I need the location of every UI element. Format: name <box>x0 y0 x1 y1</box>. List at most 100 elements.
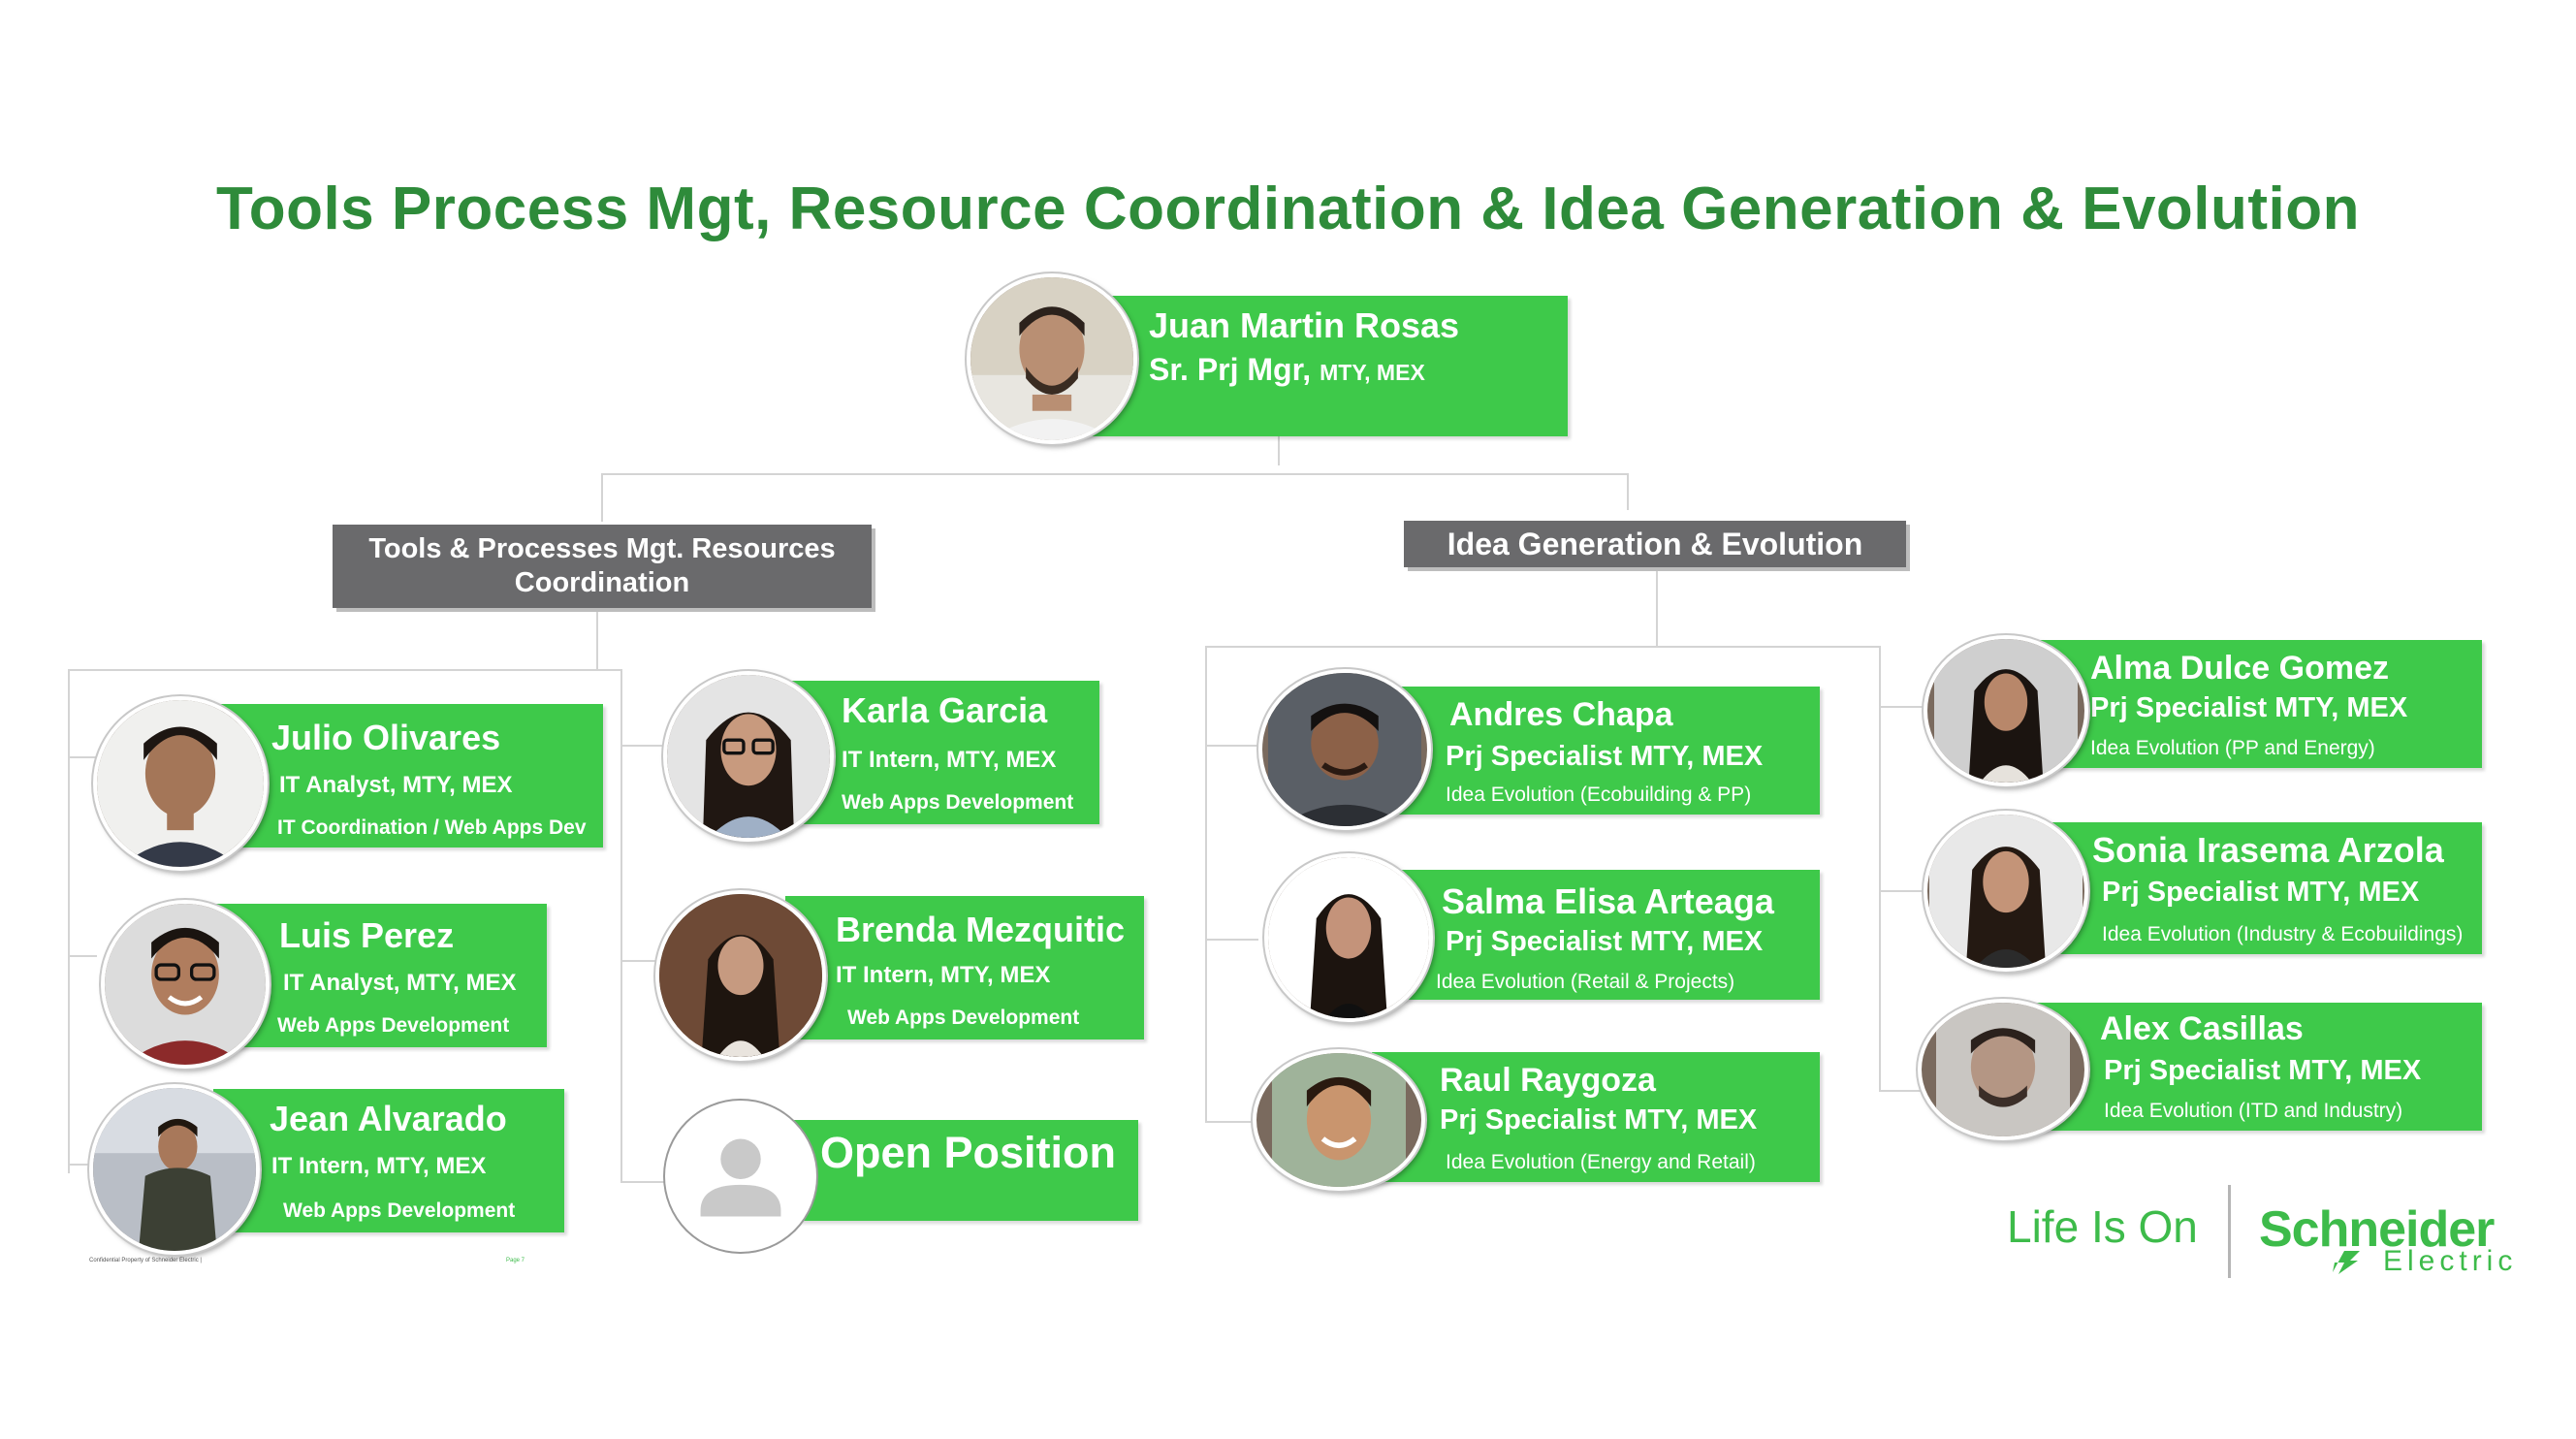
avatar-placeholder <box>665 1101 816 1252</box>
person-role: Prj Specialist MTY, MEX <box>1446 741 1764 772</box>
connector-line <box>1278 436 1280 465</box>
footer-page-number: Page 7 <box>506 1258 525 1263</box>
person-name: Open Position <box>820 1128 1117 1177</box>
footer-confidential: Confidential Property of Schneider Elect… <box>89 1258 202 1263</box>
group-header-tools-processes: Tools & Processes Mgt. Resources Coordin… <box>333 525 872 608</box>
person-team: Web Apps Development <box>277 1014 510 1037</box>
connector-line <box>68 669 70 1173</box>
avatar <box>1258 669 1431 830</box>
person-team: Idea Evolution (Industry & Ecobuildings) <box>2102 923 2464 945</box>
card-box: Alex Casillas Prj Specialist MTY, MEX Id… <box>2026 1003 2482 1131</box>
avatar <box>663 671 834 842</box>
brand-sub: Electric <box>2383 1245 2518 1277</box>
avatar <box>89 1084 260 1255</box>
avatar <box>101 900 270 1069</box>
avatar <box>967 273 1137 444</box>
person-role: Prj Specialist MTY, MEX <box>2090 692 2408 723</box>
person-role: IT Intern, MTY, MEX <box>271 1153 486 1180</box>
brand-tagline: Life Is On <box>2007 1201 2198 1252</box>
connector-line <box>1879 1090 1927 1092</box>
page-title: Tools Process Mgt, Resource Coordination… <box>215 176 2361 242</box>
person-team: Idea Evolution (Energy and Retail) <box>1446 1151 1756 1173</box>
person-team: IT Coordination / Web Apps Dev <box>277 816 587 839</box>
card-box: Salma Elisa Arteaga Prj Specialist MTY, … <box>1372 870 1820 1000</box>
card-box: Brenda Mezquitic IT Intern, MTY, MEX Web… <box>785 896 1144 1039</box>
person-role: IT Intern, MTY, MEX <box>842 747 1056 774</box>
avatar <box>1924 811 2088 972</box>
connector-line <box>601 473 1629 475</box>
connector-line <box>1205 646 1881 648</box>
role-text: IT Analyst, <box>279 772 397 798</box>
person-team: Idea Evolution (PP and Energy) <box>2090 737 2375 759</box>
connector-line <box>620 960 669 962</box>
connector-line <box>601 473 603 522</box>
connector-line <box>68 756 97 758</box>
person-name: Sonia Irasema Arzola <box>2092 830 2444 870</box>
person-role: IT Analyst, MTY, MEX <box>283 970 516 997</box>
card-box: Karla Garcia IT Intern, MTY, MEX Web App… <box>787 681 1099 824</box>
person-name: Brenda Mezquitic <box>836 910 1126 949</box>
person-name: Alex Casillas <box>2100 1010 2304 1047</box>
connector-line <box>68 955 97 957</box>
person-role: IT Analyst, MTY, MEX <box>279 772 512 799</box>
person-role: Prj Specialist MTY, MEX <box>1446 926 1764 957</box>
card-box: Juan Martin Rosas Sr. Prj Mgr, MTY, MEX <box>1071 296 1568 436</box>
role-text: Sr. Prj Mgr, <box>1149 352 1312 387</box>
connector-line <box>1205 646 1207 1123</box>
person-role: Prj Specialist MTY, MEX <box>2102 877 2420 908</box>
person-role: Prj Specialist MTY, MEX <box>1440 1104 1758 1135</box>
connector-line <box>620 669 622 1183</box>
person-role: Sr. Prj Mgr, MTY, MEX <box>1149 352 1425 388</box>
person-team: Idea Evolution (Ecobuilding & PP) <box>1446 783 1752 806</box>
connector-line <box>1205 745 1258 747</box>
role-text: IT Intern, <box>271 1153 370 1179</box>
person-team: Web Apps Development <box>847 1007 1080 1029</box>
role-location: MTY, MEX <box>946 747 1057 773</box>
role-location: MTY, MEX <box>1320 360 1425 385</box>
person-name: Andres Chapa <box>1449 696 1673 733</box>
card-box: Sonia Irasema Arzola Prj Specialist MTY,… <box>2026 822 2482 954</box>
connector-line <box>1656 570 1658 646</box>
card-box: Open Position <box>778 1120 1138 1221</box>
connector-line <box>1205 939 1258 941</box>
person-name: Raul Raygoza <box>1440 1062 1656 1099</box>
role-text: IT Intern, <box>836 962 935 988</box>
person-role: Prj Specialist MTY, MEX <box>2104 1055 2422 1086</box>
connector-line <box>620 745 669 747</box>
person-name: Juan Martin Rosas <box>1149 305 1460 345</box>
role-location: MTY, MEX <box>402 772 513 798</box>
person-name: Karla Garcia <box>842 690 1048 730</box>
person-name: Salma Elisa Arteaga <box>1442 881 1774 921</box>
group-header-idea-generation: Idea Generation & Evolution <box>1404 521 1906 567</box>
schneider-logo-icon <box>2327 1243 2366 1278</box>
connector-line <box>1205 1121 1258 1123</box>
brand-name: Schneider <box>2259 1201 2495 1258</box>
connector-line <box>1627 473 1629 510</box>
role-location: MTY, MEX <box>376 1153 487 1179</box>
person-team: Web Apps Development <box>842 791 1074 814</box>
connector-line <box>596 611 598 669</box>
avatar <box>1253 1049 1425 1191</box>
person-role: IT Intern, MTY, MEX <box>836 962 1050 989</box>
brand-divider <box>2228 1185 2231 1278</box>
avatar <box>93 696 268 871</box>
avatar <box>1918 999 2088 1140</box>
person-team: Idea Evolution (ITD and Industry) <box>2104 1100 2403 1122</box>
role-text: IT Intern, <box>842 747 940 773</box>
connector-line <box>1879 706 1927 708</box>
person-team: Idea Evolution (Retail & Projects) <box>1436 971 1735 993</box>
person-name: Jean Alvarado <box>270 1099 507 1138</box>
connector-line <box>620 1181 669 1183</box>
role-text: IT Analyst, <box>283 970 400 996</box>
connector-line <box>1879 890 1927 892</box>
avatar <box>1924 635 2088 786</box>
connector-line <box>68 1164 97 1166</box>
card-box: Jean Alvarado IT Intern, MTY, MEX Web Ap… <box>213 1089 564 1232</box>
person-team: Web Apps Development <box>283 1199 516 1222</box>
person-name: Julio Olivares <box>271 718 501 757</box>
person-name: Alma Dulce Gomez <box>2090 650 2389 687</box>
person-name: Luis Perez <box>279 915 455 955</box>
card-box: Raul Raygoza Prj Specialist MTY, MEX Ide… <box>1372 1052 1820 1182</box>
card-box: Andres Chapa Prj Specialist MTY, MEX Ide… <box>1372 687 1820 815</box>
role-location: MTY, MEX <box>406 970 517 996</box>
